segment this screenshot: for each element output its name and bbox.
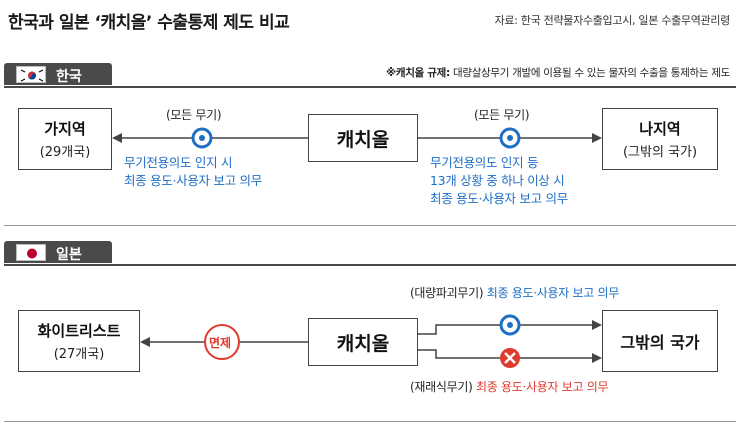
japan-flag-icon <box>16 244 46 261</box>
japan-top-label: (대량파괴무기) 최종 용도·사용자 보고 의무 <box>410 284 619 301</box>
korea-right-condition-line: 최종 용도·사용자 보고 의무 <box>430 191 568 206</box>
japan-x-icon <box>500 348 520 368</box>
catchall-definition: ※캐치올 규제: 대량살상무기 개발에 이용될 수 있는 물자의 수출을 통제하… <box>386 65 730 80</box>
korea-left-weapon-label: (모든 무기) <box>166 108 222 122</box>
korea-flag-icon <box>16 66 46 83</box>
note-text: 대량살상무기 개발에 이용될 수 있는 물자의 수출을 통제하는 제도 <box>449 67 730 79</box>
korea-right-condition: 무기전용의도 인지 등 13개 상황 중 하나 이상 시 최종 용도·사용자 보… <box>430 154 568 208</box>
japan-left-box-title: 화이트리스트 <box>37 322 121 340</box>
korea-right-condition-line: 13개 상황 중 하나 이상 시 <box>430 173 565 188</box>
note-bold: ※캐치올 규제: <box>385 67 450 79</box>
japan-bottom-label-text: 최종 용도·사용자 보고 의무 <box>472 380 609 394</box>
japan-tab: 일본 <box>4 241 112 263</box>
korea-tab: 한국 <box>4 63 112 85</box>
japan-top-label-text: 최종 용도·사용자 보고 의무 <box>483 286 620 300</box>
korea-left-box-sub: (29개국) <box>39 145 91 160</box>
korea-left-o-icon <box>191 127 213 149</box>
source-note: 자료: 한국 전략물자수출입고시, 일본 수출무역관리령 <box>494 14 731 27</box>
page-title: 한국과 일본 ‘캐치올’ 수출통제 제도 비교 <box>8 13 290 33</box>
japan-left-box-sub: (27개국) <box>53 347 105 362</box>
japan-top-label-paren: (대량파괴무기) <box>410 286 484 300</box>
korea-tab-label: 한국 <box>56 69 82 85</box>
japan-o-icon <box>499 314 521 336</box>
korea-left-condition-line: 무기전용의도 인지 시 <box>124 155 233 170</box>
exempt-label: 면제 <box>209 336 232 350</box>
korea-left-box: 가지역 (29개국) <box>18 108 112 170</box>
korea-right-box-sub: (그밖의 국가) <box>622 145 698 160</box>
japan-tab-label: 일본 <box>56 247 82 263</box>
exempt-circle-icon <box>204 324 240 360</box>
japan-right-box: 그밖의 국가 <box>602 310 718 372</box>
korea-right-weapon-label: (모든 무기) <box>474 108 530 122</box>
japan-center-box-label: 캐치올 <box>336 332 390 355</box>
japan-bottom-label: (재래식무기) 최종 용도·사용자 보고 의무 <box>410 378 608 395</box>
korea-left-box-title: 가지역 <box>44 120 86 138</box>
japan-left-box: 화이트리스트 (27개국) <box>18 310 140 372</box>
korea-right-box-title: 나지역 <box>639 120 681 138</box>
korea-right-o-icon <box>499 127 521 149</box>
korea-right-condition-line: 무기전용의도 인지 등 <box>430 155 539 170</box>
korea-center-box-label: 캐치올 <box>336 128 390 151</box>
korea-left-condition: 무기전용의도 인지 시 최종 용도·사용자 보고 의무 <box>124 154 262 190</box>
korea-center-box: 캐치올 <box>308 114 418 162</box>
japan-bottom-label-paren: (재래식무기) <box>410 380 473 394</box>
japan-center-box: 캐치올 <box>308 318 418 366</box>
korea-right-box: 나지역 (그밖의 국가) <box>602 108 718 170</box>
korea-left-condition-line: 최종 용도·사용자 보고 의무 <box>124 173 262 188</box>
japan-right-box-title: 그밖의 국가 <box>620 333 700 352</box>
